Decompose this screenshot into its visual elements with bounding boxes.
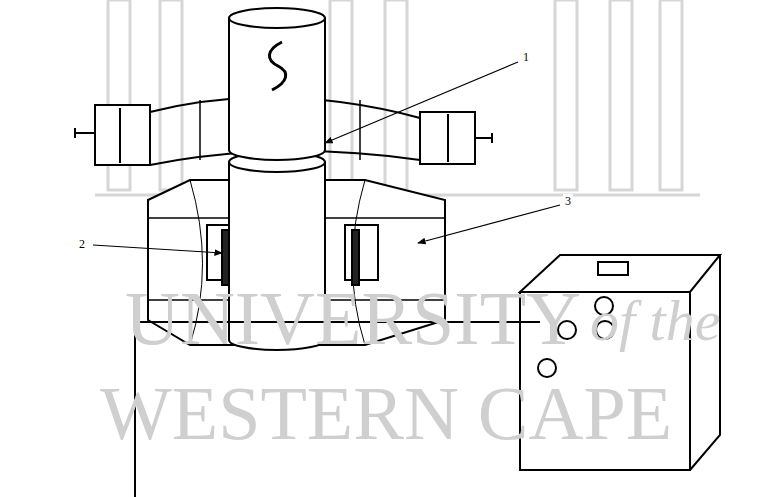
callout-number: 3 (563, 194, 573, 208)
callout-number: 2 (77, 237, 87, 251)
watermark-text: of the (590, 292, 720, 350)
photoreactor-drawing (75, 8, 720, 497)
watermark-building (95, 0, 700, 195)
watermark-text: WESTERN CAPE (100, 375, 672, 451)
leader-lines (93, 62, 560, 253)
callout-number: 1 (521, 50, 531, 64)
watermark-text: UNIVERSITY (125, 280, 581, 356)
